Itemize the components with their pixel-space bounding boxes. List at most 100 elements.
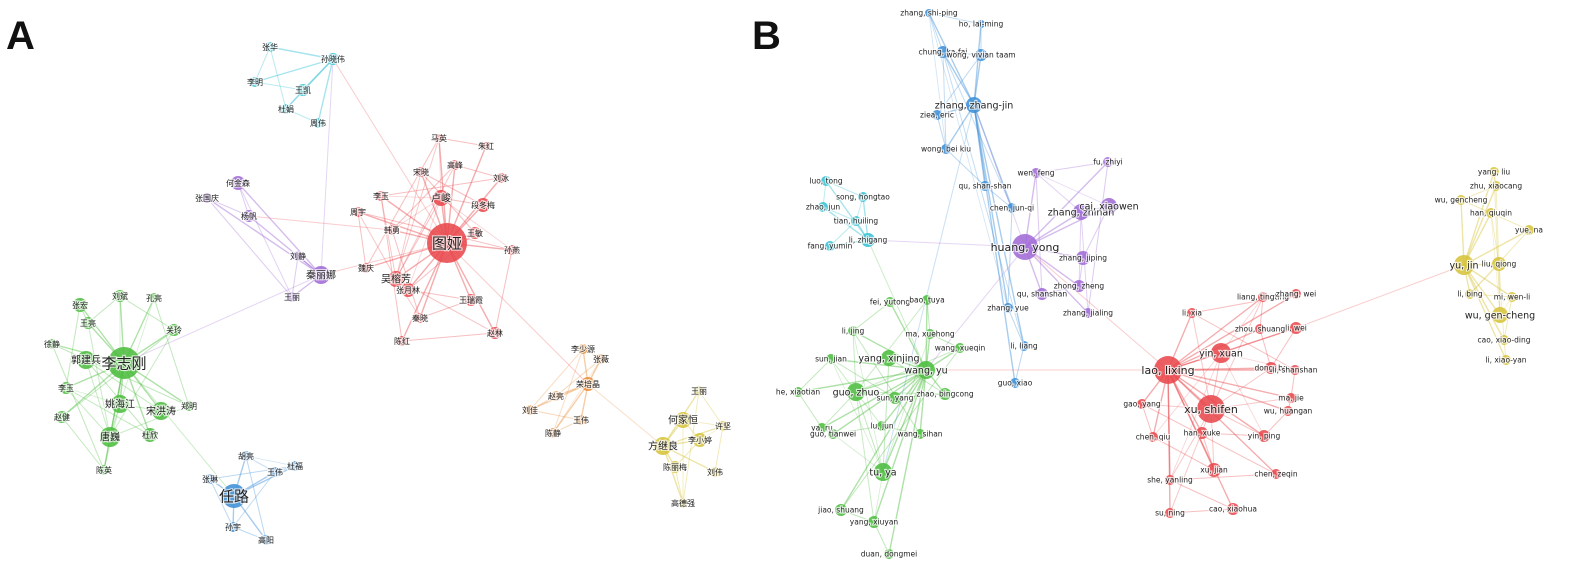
edge xyxy=(1220,352,1265,437)
author-node xyxy=(868,516,880,528)
edge xyxy=(1270,327,1297,369)
author-node xyxy=(1507,292,1517,302)
author-label: 徐静 xyxy=(44,339,60,349)
author-node xyxy=(99,465,109,475)
author-node xyxy=(1265,362,1277,374)
author-label: han, qiuqin xyxy=(1470,209,1512,218)
author-label: zhu, xiaocang xyxy=(1470,182,1522,191)
author-node xyxy=(388,271,404,287)
author-node xyxy=(243,210,255,222)
author-node xyxy=(261,535,271,545)
author-node xyxy=(433,190,449,206)
edge xyxy=(973,54,982,106)
edge xyxy=(973,104,1025,347)
author-node xyxy=(100,427,120,447)
edge xyxy=(254,81,304,91)
edge xyxy=(380,195,403,342)
author-node xyxy=(482,142,490,150)
edge xyxy=(928,12,947,150)
edge xyxy=(1152,436,1215,471)
edge xyxy=(873,369,927,523)
author-node xyxy=(858,192,868,202)
author-label: 李玉 xyxy=(373,191,389,201)
edge xyxy=(1463,171,1495,266)
author-node xyxy=(576,415,586,425)
author-label: wen, feng xyxy=(1017,169,1054,178)
edge xyxy=(1495,185,1500,265)
edge xyxy=(254,58,334,83)
author-label: 秦丽娜 xyxy=(306,269,336,282)
edge xyxy=(1210,296,1264,410)
author-node xyxy=(297,84,309,96)
author-label: 任路 xyxy=(219,487,249,505)
author-label: 陈红 xyxy=(394,336,410,346)
author-label: li, wei xyxy=(1285,324,1307,333)
author-node xyxy=(1211,343,1231,363)
edge xyxy=(662,445,684,504)
edge xyxy=(1220,327,1297,354)
author-label: li, xia xyxy=(1182,309,1202,318)
author-label: yin, ping xyxy=(1248,432,1281,441)
edge xyxy=(395,164,456,280)
author-label: zhou, shuang xyxy=(1235,325,1286,334)
edge xyxy=(822,206,857,222)
author-label: 王丽 xyxy=(284,293,300,302)
edge xyxy=(1167,369,1215,471)
author-label: 宋洪涛 xyxy=(146,405,176,418)
edge xyxy=(1035,172,1082,213)
edge xyxy=(245,455,296,467)
edge xyxy=(1220,296,1264,354)
author-node xyxy=(669,461,681,473)
author-node xyxy=(1187,308,1197,318)
edge xyxy=(1024,205,1110,248)
author-label: zhao, bingcong xyxy=(916,390,973,399)
author-node xyxy=(401,283,415,297)
author-node xyxy=(1486,208,1496,218)
edge xyxy=(1503,296,1513,341)
author-label: 李小婷 xyxy=(688,435,712,445)
author-node xyxy=(1073,280,1085,292)
edge xyxy=(1262,293,1297,298)
author-label: zhang, wei xyxy=(1276,290,1316,299)
author-node xyxy=(361,263,371,273)
author-label: wang, yu xyxy=(904,365,947,376)
edge xyxy=(1259,296,1264,330)
author-label: ma, jie xyxy=(1278,394,1304,403)
author-node xyxy=(877,421,887,431)
author-node xyxy=(231,176,245,190)
edge xyxy=(1007,207,1013,309)
edge xyxy=(420,171,476,234)
edge xyxy=(894,393,946,399)
author-node xyxy=(1196,427,1208,439)
author-label: huang, yong xyxy=(991,241,1060,254)
edge xyxy=(1191,293,1297,314)
author-node xyxy=(825,241,835,251)
author-node xyxy=(507,245,517,255)
author-node xyxy=(265,42,275,52)
author-node xyxy=(312,266,330,284)
author-node xyxy=(222,484,246,508)
author-label: 孔亮 xyxy=(146,293,162,303)
author-label: han, xuke xyxy=(1184,429,1221,438)
author-node xyxy=(56,411,68,423)
edge xyxy=(119,295,175,331)
edge xyxy=(1498,263,1505,341)
author-node xyxy=(977,20,985,28)
edge xyxy=(840,369,927,511)
edge xyxy=(936,114,947,150)
author-node xyxy=(581,377,595,391)
edge xyxy=(830,358,884,473)
author-label: fang, yumin xyxy=(808,242,853,251)
author-label: 刘静 xyxy=(290,251,306,261)
author-label: 郑明 xyxy=(181,401,197,411)
edge xyxy=(209,478,234,528)
author-label: 高峰 xyxy=(447,160,463,170)
author-label: yang, liu xyxy=(1478,168,1510,177)
author-node xyxy=(205,474,215,484)
edge xyxy=(928,12,982,25)
edge xyxy=(674,466,684,504)
author-label: 吴榕芳 xyxy=(381,273,411,286)
bridge-edge xyxy=(925,246,1026,371)
edge xyxy=(109,405,190,438)
author-label: yang, xinjing xyxy=(858,353,919,364)
